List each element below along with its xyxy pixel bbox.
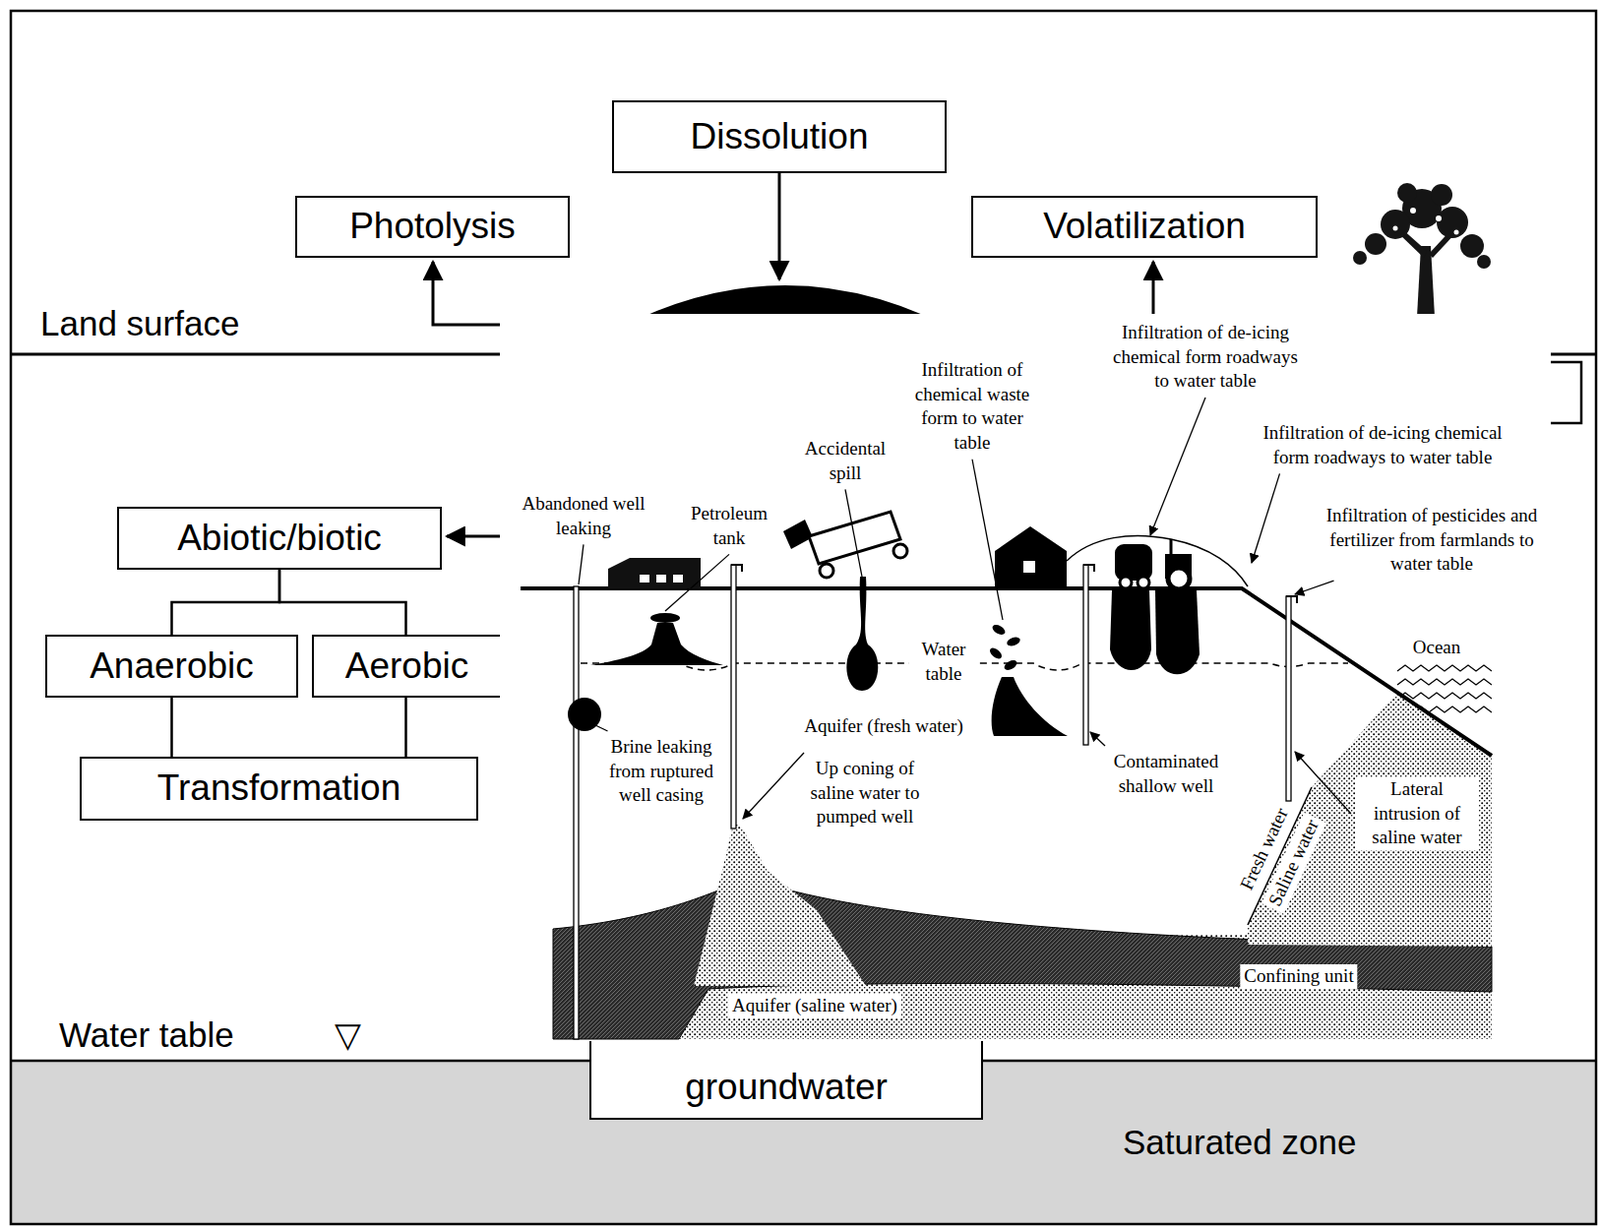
road-line: [1066, 535, 1248, 587]
callout-text: Lateral intrusion of saline water: [1354, 777, 1479, 851]
box-label: Abiotic/biotic: [177, 518, 382, 559]
layer-label: Confining unit: [1239, 964, 1357, 989]
callout-text: Abandoned well leaking: [504, 492, 663, 541]
bracket: [1550, 362, 1582, 424]
tree-icon: [1353, 183, 1491, 317]
leader-line: [665, 553, 730, 612]
vehicles-icon: [1109, 539, 1200, 675]
aquifer-label: Aquifer (fresh water): [803, 714, 963, 739]
callout-text: Petroleum tank: [679, 501, 779, 551]
flow-arrow: [432, 261, 500, 325]
leader-line: [1251, 473, 1281, 563]
leader-line: [1150, 397, 1206, 536]
tree-connector: [279, 569, 407, 635]
box-label: Anaerobic: [89, 646, 254, 687]
leader-line: [972, 459, 1003, 620]
process-box: Dissolution: [612, 100, 947, 174]
frame: [10, 10, 1597, 1225]
zone-label: Water table: [59, 1014, 235, 1056]
process-box: Abiotic/biotic: [117, 506, 442, 570]
truck-icon: [783, 511, 908, 578]
callout-text: Up coning of saline water to pumped well: [796, 756, 934, 830]
tree-connector: [404, 697, 408, 757]
water-table-symbol: ▽: [334, 1014, 362, 1056]
upconing-cone: [693, 824, 866, 986]
house-icon: [994, 526, 1067, 589]
callout-text: Infiltration of pesticides and fertilize…: [1316, 503, 1548, 577]
box-label: Dissolution: [690, 117, 869, 158]
box-label: Aerobic: [345, 646, 469, 687]
leader-line: [1294, 751, 1352, 814]
ocean-label: Ocean: [1413, 635, 1462, 661]
ocean-waves: [1397, 665, 1492, 713]
box-label: Volatilization: [1043, 206, 1246, 247]
leader-line: [1294, 580, 1335, 595]
process-box: Volatilization: [971, 195, 1318, 258]
box-label: Photolysis: [349, 206, 516, 247]
callout-text: Accidental spill: [796, 436, 895, 486]
saturated-zone: [10, 1060, 1597, 1225]
box-label: Transformation: [157, 768, 401, 809]
process-box: Anaerobic: [45, 634, 299, 698]
callout-text: Infiltration of chemical waste form to w…: [906, 358, 1040, 456]
callout-text: Infiltration of de-icing chemical form r…: [1107, 320, 1304, 394]
callout-text: Brine leaking from ruptured well casing: [600, 735, 724, 808]
leader-line: [742, 752, 804, 819]
process-box: Photolysis: [295, 195, 570, 258]
tree-connector: [172, 569, 281, 635]
ground-surface: [520, 588, 1492, 756]
flow-arrow: [778, 173, 782, 280]
water-table-label: Water table: [909, 637, 979, 686]
flow-arrow: [446, 535, 500, 539]
process-box: Transformation: [79, 756, 479, 821]
leader-line: [1090, 732, 1106, 746]
zone-label: Saturated zone: [1122, 1121, 1356, 1164]
callout-text: Infiltration of de-icing chemical form r…: [1262, 421, 1504, 470]
wells: [573, 564, 1297, 1040]
box-label: groundwater: [684, 1067, 888, 1108]
leader-line: [845, 489, 862, 577]
leader-line: [593, 724, 609, 732]
tank-leak: [590, 613, 724, 666]
aquifer-label: Aquifer (saline water): [728, 993, 902, 1019]
inset-panel: [499, 313, 1551, 1042]
gas-station-icon: [608, 557, 701, 589]
tree-connector: [170, 697, 174, 757]
process-box: groundwater: [589, 1041, 984, 1120]
spill-plume: [846, 576, 878, 691]
zone-label: Land surface: [40, 303, 240, 345]
leader-line: [578, 544, 584, 585]
waste-drums: [987, 622, 1068, 737]
process-box: Aerobic: [311, 634, 500, 698]
callout-text: Contaminated shallow well: [1097, 749, 1235, 799]
